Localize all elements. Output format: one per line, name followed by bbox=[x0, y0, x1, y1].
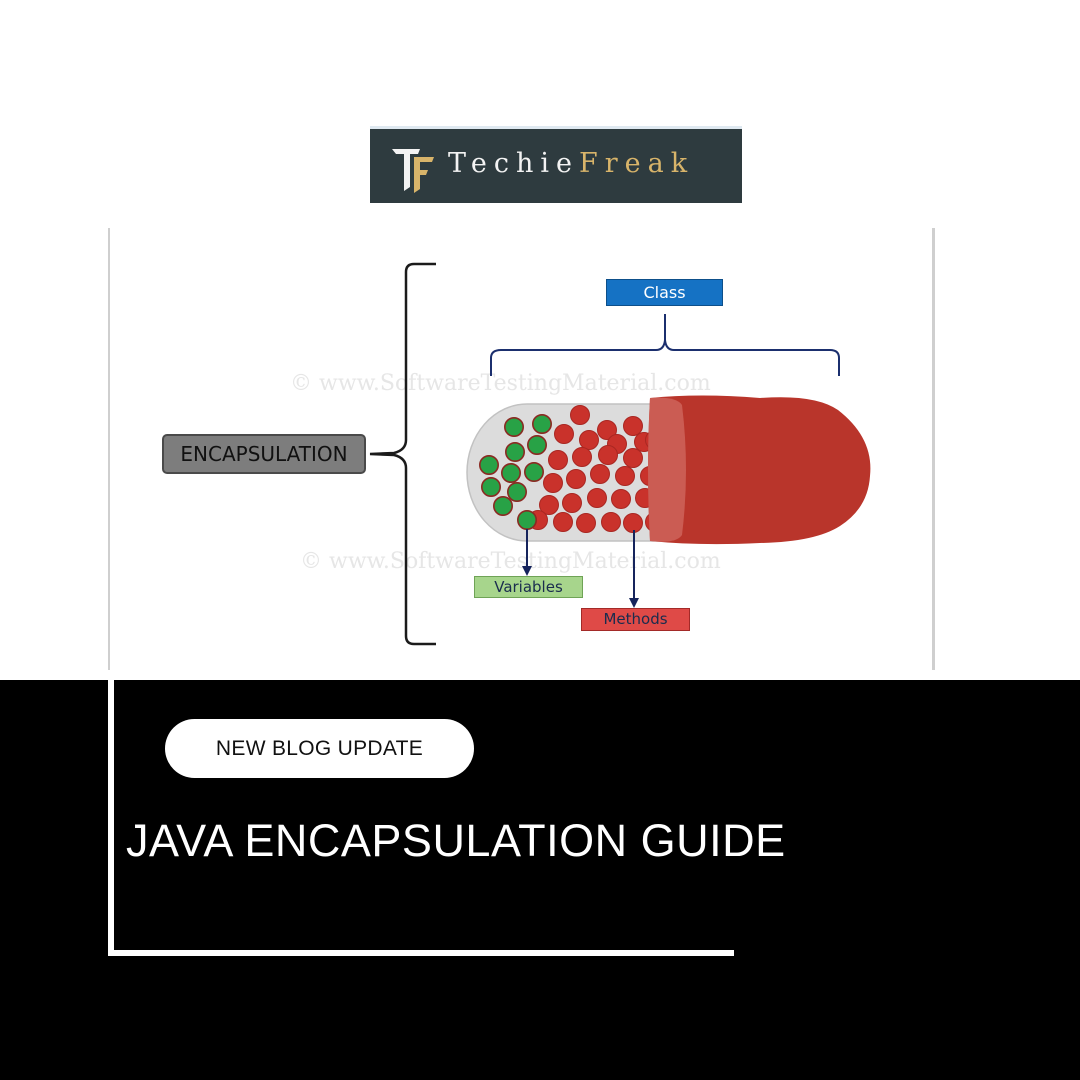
methods-label: Methods bbox=[581, 608, 690, 631]
frame-right-line bbox=[932, 228, 935, 670]
watermark-text-bottom: © www.SoftwareTestingMaterial.com bbox=[300, 549, 721, 574]
capsule-shell-highlight bbox=[648, 397, 686, 542]
watermark: © www.SoftwareTestingMaterial.com © www.… bbox=[290, 371, 721, 574]
watermark-text-top: © www.SoftwareTestingMaterial.com bbox=[290, 371, 711, 396]
logo-word-techie: Techie bbox=[448, 148, 580, 179]
tf-logo-mark-icon bbox=[392, 149, 434, 193]
capsule bbox=[466, 395, 871, 545]
banner-background bbox=[0, 680, 1080, 1080]
logo-wordmark: TechieFreak bbox=[448, 147, 694, 181]
pointer-arrows bbox=[522, 529, 639, 608]
encapsulation-brace bbox=[369, 262, 436, 646]
variables-label: Variables bbox=[474, 576, 583, 598]
new-blog-update-badge: NEW BLOG UPDATE bbox=[165, 719, 474, 778]
encapsulation-diagram: © www.SoftwareTestingMaterial.com © www.… bbox=[290, 262, 871, 646]
blog-headline: JAVA ENCAPSULATION GUIDE bbox=[126, 815, 786, 866]
frame-left-line bbox=[108, 228, 110, 670]
banner-frame-left-line bbox=[108, 680, 114, 956]
banner-frame-bottom-line bbox=[108, 950, 734, 956]
logo-word-freak: Freak bbox=[579, 148, 695, 179]
class-brace bbox=[490, 314, 840, 376]
class-label: Class bbox=[606, 279, 723, 306]
techiefreak-logo: TechieFreak bbox=[370, 126, 742, 203]
capsule-red-half bbox=[648, 395, 871, 545]
encapsulation-label: ENCAPSULATION bbox=[162, 434, 366, 474]
